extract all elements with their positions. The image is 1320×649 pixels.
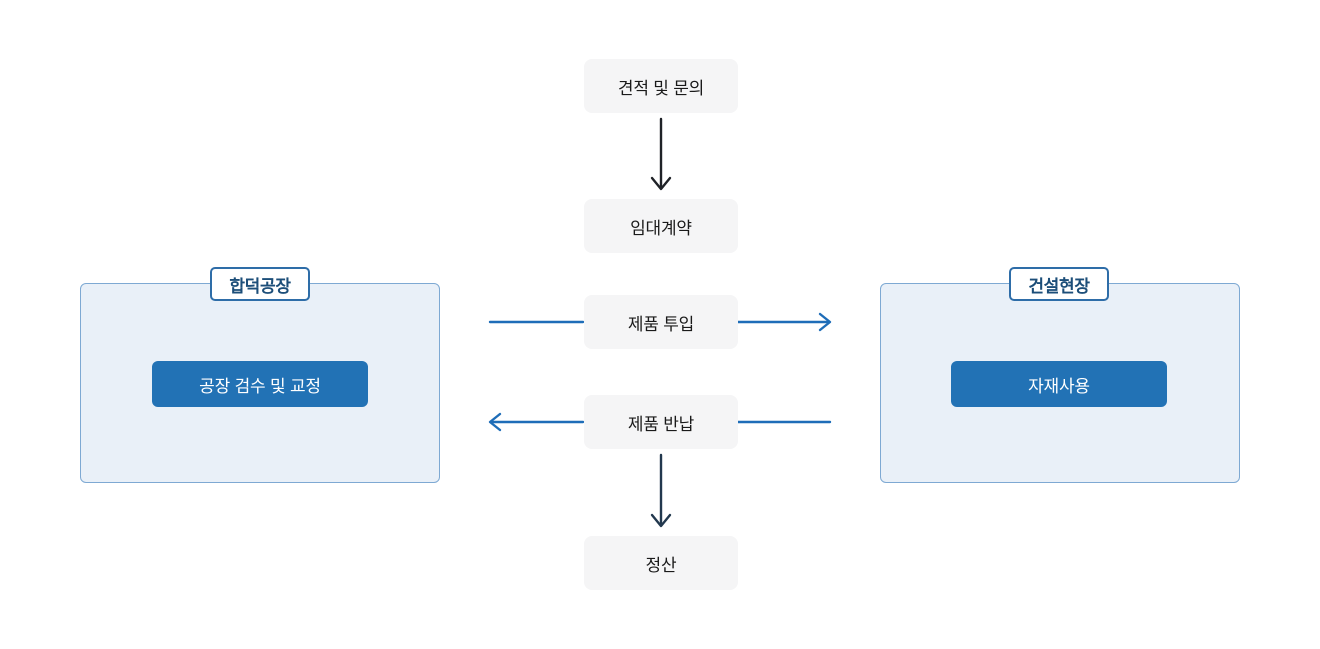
factory-inspection-node: 공장 검수 및 교정 xyxy=(152,361,368,407)
arrow-down-return-to-settlement-icon xyxy=(650,453,672,528)
step-estimate-inquiry: 견적 및 문의 xyxy=(584,59,738,113)
step-settlement: 정산 xyxy=(584,536,738,590)
step-product-return: 제품 반납 xyxy=(584,395,738,449)
step-product-input: 제품 투입 xyxy=(584,295,738,349)
construction-site-panel-title: 건설현장 xyxy=(1009,267,1109,301)
factory-panel-title: 합덕공장 xyxy=(210,267,310,301)
arrow-down-estimate-to-contract-icon xyxy=(650,117,672,191)
step-rental-contract: 임대계약 xyxy=(584,199,738,253)
material-use-node: 자재사용 xyxy=(951,361,1167,407)
